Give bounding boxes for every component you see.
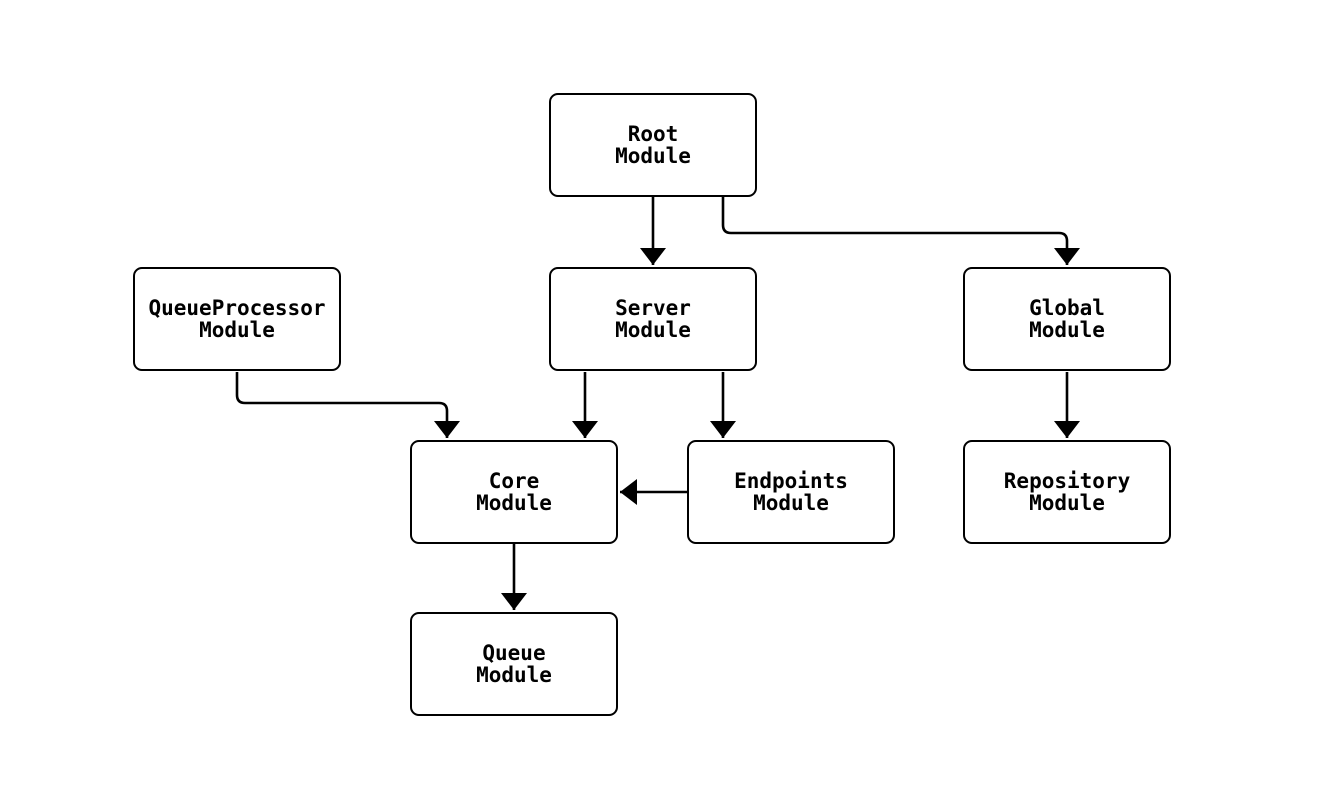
node-endpoints-module-label: Endpoints Module bbox=[734, 469, 848, 515]
node-queue-module: Queue Module bbox=[410, 612, 618, 716]
node-endpoints-module: Endpoints Module bbox=[687, 440, 895, 544]
node-repository-module: Repository Module bbox=[963, 440, 1171, 544]
node-queueprocessor-module: QueueProcessor Module bbox=[133, 267, 341, 371]
edge-queueprocessor-to-core bbox=[235, 372, 460, 438]
node-root-module-label: Root Module bbox=[615, 122, 691, 168]
node-queue-module-label: Queue Module bbox=[476, 641, 552, 687]
node-server-module: Server Module bbox=[549, 267, 757, 371]
edge-root-to-global bbox=[721, 197, 1080, 265]
node-server-module-label: Server Module bbox=[615, 296, 691, 342]
node-global-module: Global Module bbox=[963, 267, 1171, 371]
node-root-module: Root Module bbox=[549, 93, 757, 197]
node-queueprocessor-module-label: QueueProcessor Module bbox=[148, 296, 326, 342]
node-global-module-label: Global Module bbox=[1029, 296, 1105, 342]
node-core-module-label: Core Module bbox=[476, 469, 552, 515]
node-core-module: Core Module bbox=[410, 440, 618, 544]
node-repository-module-label: Repository Module bbox=[1003, 469, 1131, 515]
